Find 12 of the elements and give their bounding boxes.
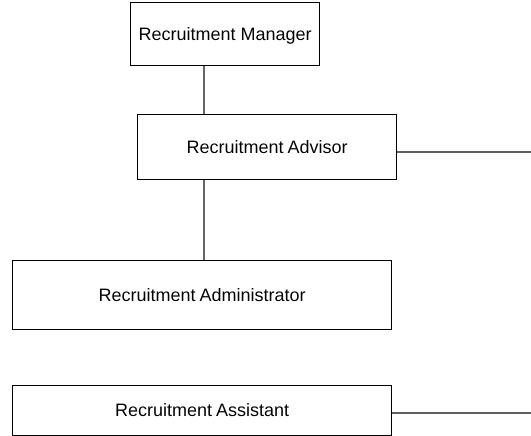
role-box — [130, 2, 320, 66]
connector-line — [203, 180, 205, 260]
connector-line — [392, 412, 531, 414]
role-box — [12, 260, 392, 330]
role-box — [137, 114, 397, 180]
role-title: Recruitment Advisor — [186, 136, 348, 158]
connector-line — [397, 151, 531, 153]
role-title: Recruitment Administrator — [98, 284, 306, 306]
role-title: Recruitment Manager — [138, 24, 312, 44]
connector-line — [203, 66, 205, 114]
role-box — [12, 385, 392, 436]
role-title: Recruitment Assistant — [114, 400, 290, 421]
